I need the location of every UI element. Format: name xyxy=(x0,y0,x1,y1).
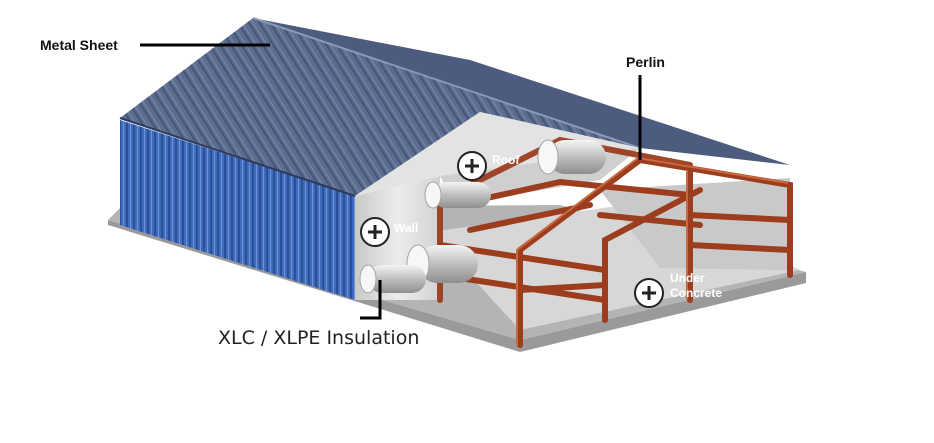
steel-frame-shading xyxy=(516,156,789,345)
perlin-label: Perlin xyxy=(626,54,665,70)
roof-ridge xyxy=(252,17,641,149)
roof-marker[interactable]: Roof xyxy=(457,151,520,181)
roof-eave xyxy=(119,117,356,197)
end-wall xyxy=(120,120,355,300)
roof-insulation-roll-large xyxy=(537,139,606,175)
roof-insulation-roll-small xyxy=(424,181,491,209)
plus-icon xyxy=(368,225,382,239)
insulation-label: XLC / XLPE Insulation xyxy=(218,327,419,349)
roof-marker-label: Roof xyxy=(492,153,520,167)
roof-metal-sheet xyxy=(120,18,640,196)
plus-icon xyxy=(465,159,479,173)
under-concrete-label-line2: Concrete xyxy=(670,286,722,300)
roof-far-slope xyxy=(253,18,790,165)
wall-marker[interactable]: Wall xyxy=(360,217,418,247)
plus-icon xyxy=(642,286,656,300)
under-concrete-marker[interactable]: Under Concrete xyxy=(634,271,722,308)
metal-sheet-label: Metal Sheet xyxy=(40,37,118,53)
concrete-slab xyxy=(108,220,806,352)
wall-marker-label: Wall xyxy=(394,221,418,235)
under-concrete-label-line1: Under xyxy=(670,271,705,285)
insulation-leader-line xyxy=(360,280,382,320)
wall-insulation-roll-small xyxy=(359,264,426,294)
roof-insulation-panel xyxy=(355,112,640,196)
